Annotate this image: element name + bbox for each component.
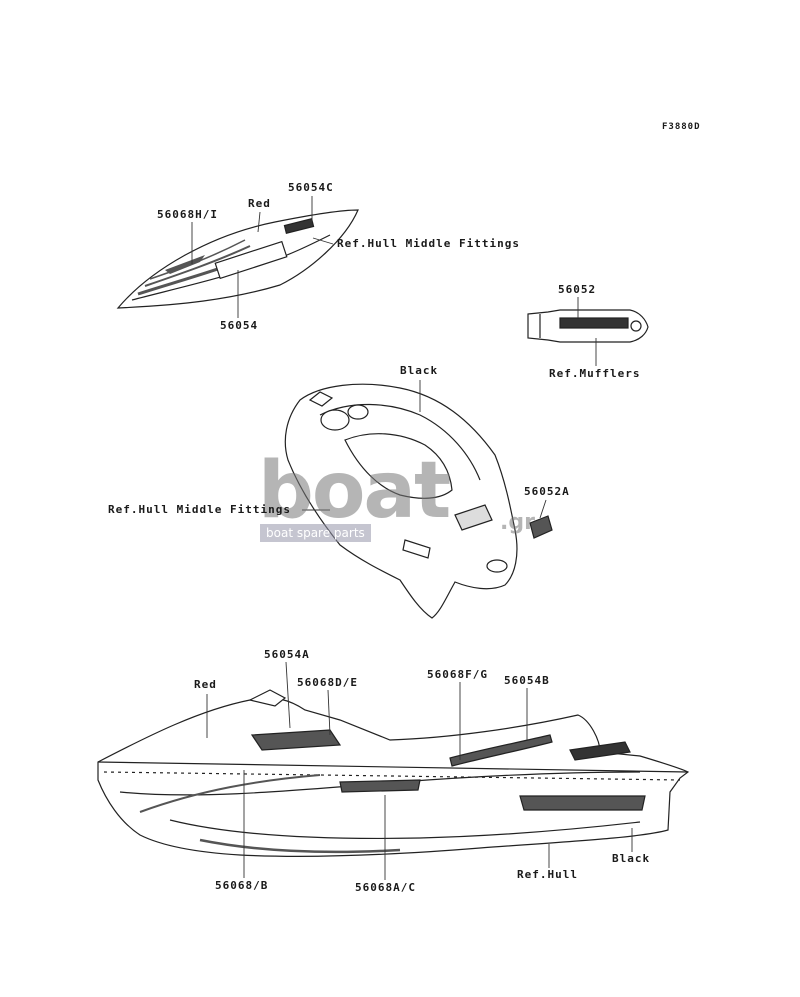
label-56068f-g: 56068F/G bbox=[427, 668, 488, 681]
watermark-suffix: .gr bbox=[500, 510, 535, 535]
label-red-top: Red bbox=[248, 197, 271, 210]
label-56054a: 56054A bbox=[264, 648, 310, 661]
label-56068d-e: 56068D/E bbox=[297, 676, 358, 689]
label-ref-hull-middle-top: Ref.Hull Middle Fittings bbox=[337, 237, 520, 250]
watermark-text: boat bbox=[258, 446, 451, 536]
label-ref-hull: Ref.Hull bbox=[517, 868, 578, 881]
label-56052: 56052 bbox=[558, 283, 597, 296]
leader-lines bbox=[191, 196, 633, 880]
label-56068h-i: 56068H/I bbox=[157, 208, 218, 221]
label-black-middle: Black bbox=[400, 364, 439, 377]
label-ref-hull-middle: Ref.Hull Middle Fittings bbox=[108, 503, 291, 516]
label-red-hull: Red bbox=[194, 678, 217, 691]
label-black-hull: Black bbox=[612, 852, 651, 865]
label-56068a-c: 56068A/C bbox=[355, 881, 416, 894]
label-56054c: 56054C bbox=[288, 181, 334, 194]
watermark-subtitle: boat spare parts bbox=[260, 524, 371, 542]
label-56054b: 56054B bbox=[504, 674, 550, 687]
label-56054: 56054 bbox=[220, 319, 259, 332]
hull-middle-drawing bbox=[284, 383, 553, 619]
hull-drawing bbox=[97, 689, 690, 857]
label-56068-b: 56068/B bbox=[215, 879, 269, 892]
muffler-decal-drawing bbox=[527, 309, 649, 343]
label-56052a: 56052A bbox=[524, 485, 570, 498]
label-ref-mufflers: Ref.Mufflers bbox=[549, 367, 641, 380]
top-decal-drawing bbox=[116, 209, 359, 309]
figure-code: F3880D bbox=[662, 122, 701, 132]
